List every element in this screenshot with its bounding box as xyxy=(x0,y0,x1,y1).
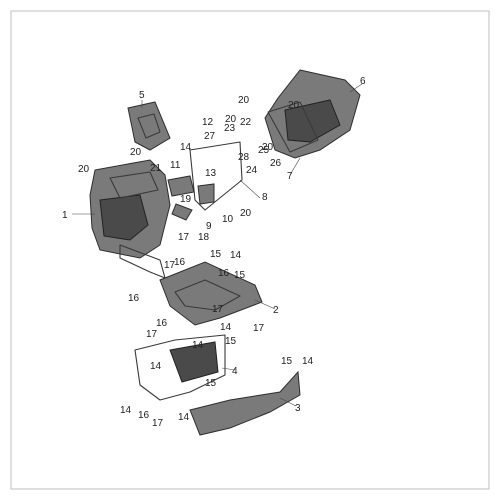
callout-label: 20 xyxy=(288,100,300,111)
callout-label: 16 xyxy=(128,293,140,304)
callout-labels: 1 2 3 4 5 6 7 8 9 10 11 12 13 14 14 14 1… xyxy=(62,76,366,429)
part-small-brackets xyxy=(167,175,215,221)
callout-label: 12 xyxy=(202,117,214,128)
callout-label: 15 xyxy=(234,270,246,281)
callout-label: 15 xyxy=(281,356,293,367)
callout-label: 22 xyxy=(240,117,252,128)
callout-label: 9 xyxy=(206,221,212,232)
callout-label: 17 xyxy=(178,232,190,243)
callout-label: 20 xyxy=(238,95,250,106)
callout-label: 14 xyxy=(180,142,192,153)
callout-label: 14 xyxy=(220,322,232,333)
callout-label: 4 xyxy=(232,366,238,377)
callout-label: 20 xyxy=(78,164,90,175)
callout-label: 19 xyxy=(180,194,192,205)
callout-label: 7 xyxy=(287,171,293,182)
callout-label: 16 xyxy=(218,268,230,279)
callout-label: 20 xyxy=(225,114,237,125)
callout-label: 23 xyxy=(224,123,236,134)
callout-label: 18 xyxy=(198,232,210,243)
callout-label: 16 xyxy=(156,318,168,329)
part-skid-plate xyxy=(189,370,301,436)
callout-label: 11 xyxy=(170,160,181,171)
part-upper-bracket xyxy=(127,101,171,151)
leader-lines xyxy=(72,83,363,407)
callout-label: 3 xyxy=(295,403,301,414)
callout-label: 14 xyxy=(302,356,314,367)
callout-label: 14 xyxy=(192,340,204,351)
diagram-border xyxy=(10,10,490,490)
callout-label: 24 xyxy=(246,165,258,176)
part-front-shield xyxy=(89,159,171,279)
callout-label: 15 xyxy=(205,378,217,389)
callout-label: 17 xyxy=(152,418,164,429)
callout-label: 15 xyxy=(210,249,222,260)
callout-label: 20 xyxy=(240,208,252,219)
callout-label: 5 xyxy=(139,90,145,101)
callout-label: 14 xyxy=(178,412,190,423)
part-floor-tray xyxy=(159,261,263,326)
callout-label: 27 xyxy=(204,131,216,142)
callout-label: 17 xyxy=(253,323,265,334)
part-side-panel xyxy=(264,69,361,159)
callout-label: 14 xyxy=(150,361,162,372)
callout-label: 16 xyxy=(138,410,150,421)
callout-label: 20 xyxy=(262,142,274,153)
callout-label: 21 xyxy=(150,163,162,174)
callout-label: 28 xyxy=(238,152,250,163)
callout-label: 15 xyxy=(225,336,237,347)
callout-label: 17 xyxy=(212,304,224,315)
part-lower-cover xyxy=(134,334,226,401)
callout-label: 13 xyxy=(205,168,217,179)
callout-label: 17 xyxy=(164,260,176,271)
callout-label: 2 xyxy=(273,305,279,316)
callout-label: 10 xyxy=(222,214,234,225)
callout-label: 14 xyxy=(120,405,132,416)
callout-label: 26 xyxy=(270,158,282,169)
callout-label: 17 xyxy=(146,329,158,340)
callout-label: 1 xyxy=(62,210,68,221)
callout-label: 8 xyxy=(262,192,268,203)
callout-label: 14 xyxy=(230,250,242,261)
callout-label: 20 xyxy=(130,147,142,158)
callout-label: 6 xyxy=(360,76,366,87)
callout-label: 25 xyxy=(258,145,270,156)
callout-label: 16 xyxy=(174,257,186,268)
